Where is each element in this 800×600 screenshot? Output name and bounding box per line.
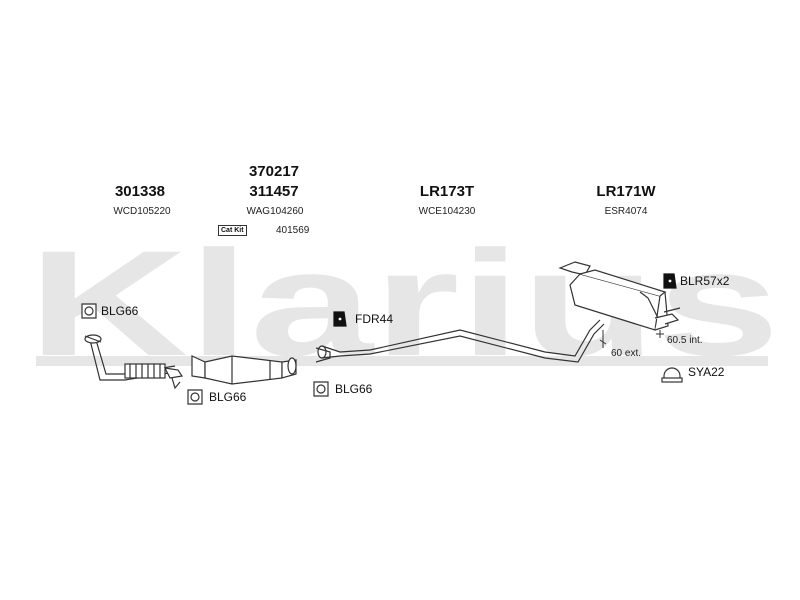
blg66-middle-label: BLG66 (335, 382, 373, 396)
gasket-icon[interactable] (313, 381, 329, 397)
rear-silencer-part-number: LR171W (596, 183, 656, 200)
dimension-markers (599, 330, 664, 348)
blr57-label: BLR57x2 (680, 274, 730, 288)
middle-pipe-oe-code: WCE104230 (418, 206, 476, 217)
catalyst-alt-part-number: 370217 (248, 163, 300, 180)
clamp-icon[interactable] (661, 367, 683, 383)
rear-silencer-drawing[interactable] (558, 261, 681, 331)
cat-kit-code: 401569 (276, 225, 310, 236)
front-pipe-drawing[interactable] (84, 334, 184, 390)
outer-diameter-label: 60 ext. (611, 348, 642, 359)
rubber-mount-icon[interactable] (333, 311, 347, 327)
rubber-mount-icon[interactable] (663, 273, 677, 289)
sya22-label: SYA22 (688, 365, 725, 379)
gasket-icon[interactable] (187, 389, 203, 405)
front-pipe-part-number: 301338 (114, 183, 166, 200)
blg66-catalyst-label: BLG66 (209, 390, 247, 404)
fdr44-label: FDR44 (355, 312, 394, 326)
middle-pipe-part-number: LR173T (419, 183, 475, 200)
catalyst-oe-code: WAG104260 (246, 206, 304, 217)
inner-diameter-label: 60.5 int. (667, 335, 703, 346)
catalyst-part-number: 311457 (249, 183, 299, 200)
cat-kit-badge: Cat Kit (218, 225, 247, 236)
blg66-front-label: BLG66 (101, 304, 139, 318)
front-pipe-oe-code: WCD105220 (113, 206, 171, 217)
gasket-icon[interactable] (81, 303, 97, 319)
catalyst-drawing[interactable] (191, 355, 297, 385)
rear-silencer-oe-code: ESR4074 (604, 206, 648, 217)
watermark-baseline (36, 356, 768, 366)
middle-pipe-drawing[interactable] (315, 319, 605, 363)
